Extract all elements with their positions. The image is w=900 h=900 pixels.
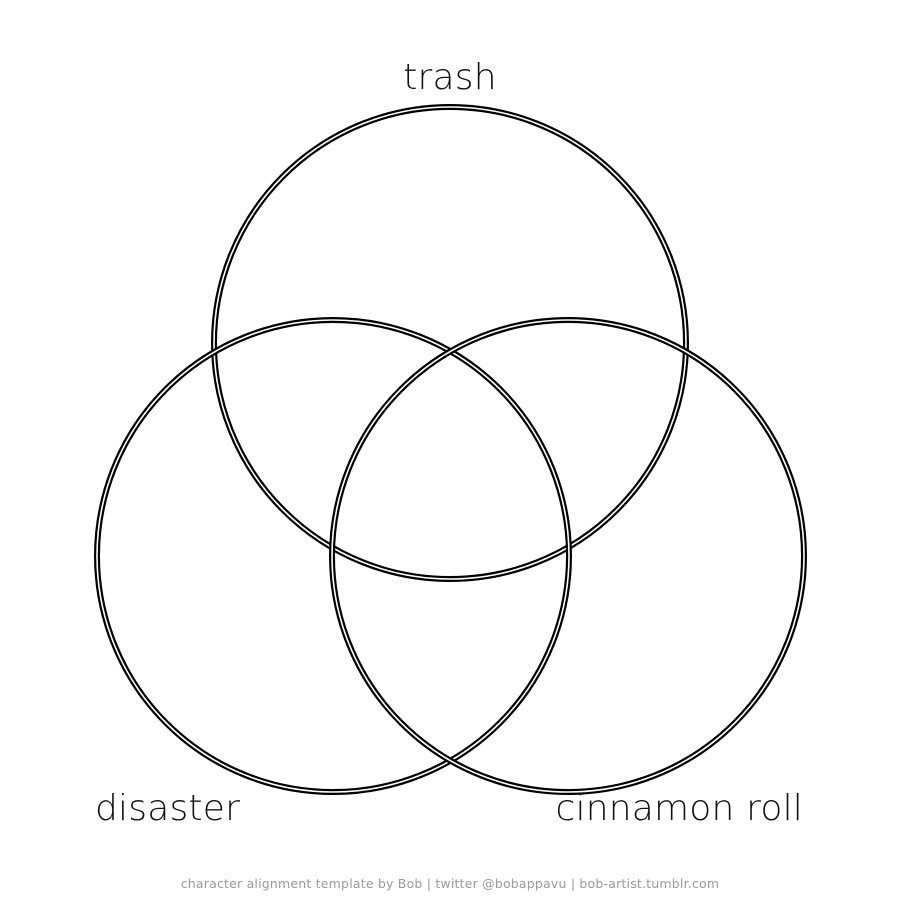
circle-trash xyxy=(211,104,689,582)
circle-disaster xyxy=(94,317,572,795)
label-trash: trash xyxy=(403,57,497,98)
footer-credit: character alignment template by Bob | tw… xyxy=(180,876,720,891)
label-disaster: disaster xyxy=(95,788,241,829)
circle-cinnamon-roll xyxy=(329,317,807,795)
label-cinnamon-roll: cinnamon roll xyxy=(555,788,803,829)
